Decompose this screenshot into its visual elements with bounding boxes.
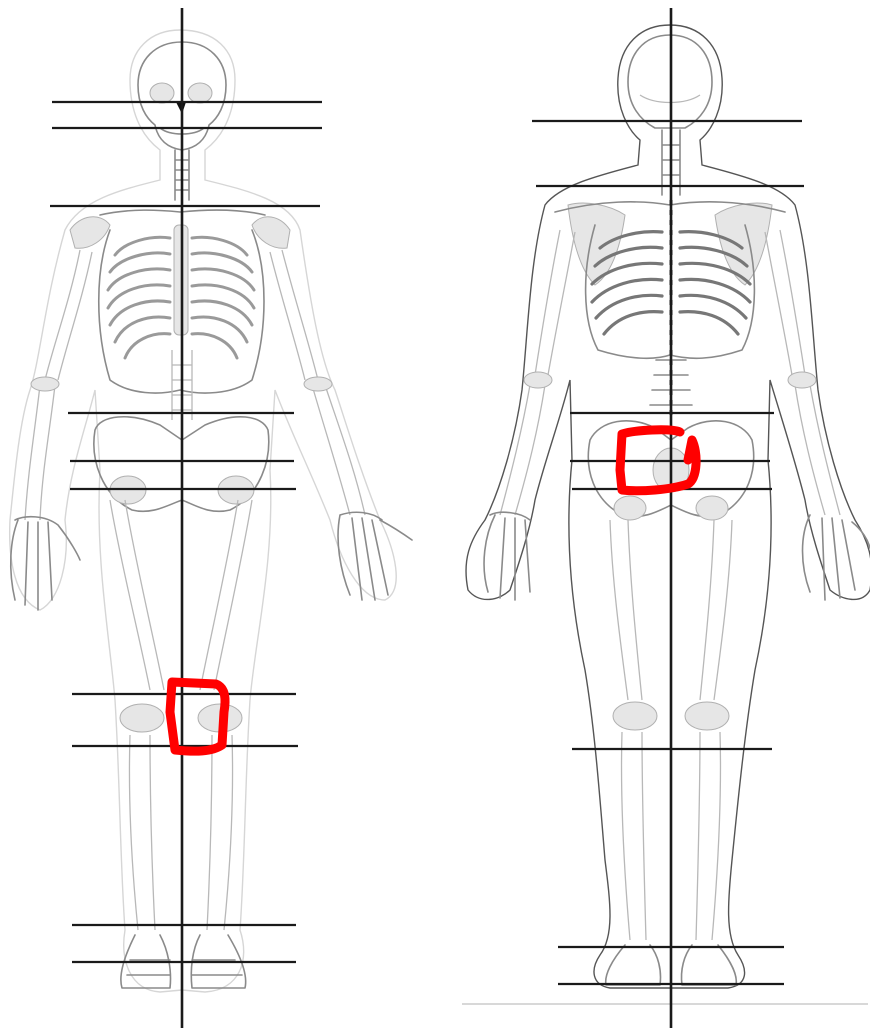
- front-left-knee: [120, 704, 164, 732]
- front-body-outline: [10, 30, 397, 992]
- front-right-femur: [200, 500, 252, 690]
- back-right-elbow: [788, 372, 816, 388]
- front-right-elbow: [304, 377, 332, 391]
- back-figure: [462, 25, 870, 1004]
- back-right-foot: [681, 945, 736, 985]
- front-left-tibia: [129, 735, 155, 930]
- back-right-tibia: [696, 732, 721, 940]
- front-right-tibia: [207, 735, 233, 930]
- front-figure: [10, 30, 412, 992]
- front-left-elbow: [31, 377, 59, 391]
- front-right-eye-socket: [188, 83, 212, 103]
- back-left-knee: [613, 702, 657, 730]
- back-left-femur: [610, 520, 642, 700]
- back-left-hip-socket: [614, 496, 646, 520]
- back-reference-lines: [532, 8, 804, 1028]
- back-left-foot: [606, 945, 661, 985]
- front-right-shoulder: [252, 217, 290, 248]
- back-right-scapula: [715, 203, 772, 285]
- back-left-tibia: [621, 732, 646, 940]
- back-left-elbow: [524, 372, 552, 388]
- back-left-hand: [484, 512, 530, 600]
- front-left-eye-socket: [150, 83, 174, 103]
- back-right-knee: [685, 702, 729, 730]
- back-right-femur: [700, 520, 732, 700]
- front-left-shoulder: [70, 217, 110, 248]
- front-left-femur: [110, 500, 164, 690]
- front-reference-lines: [50, 8, 322, 1028]
- back-right-hip-socket: [696, 496, 728, 520]
- front-right-hand: [338, 512, 412, 600]
- front-left-hand: [11, 517, 80, 610]
- back-left-scapula: [568, 203, 625, 285]
